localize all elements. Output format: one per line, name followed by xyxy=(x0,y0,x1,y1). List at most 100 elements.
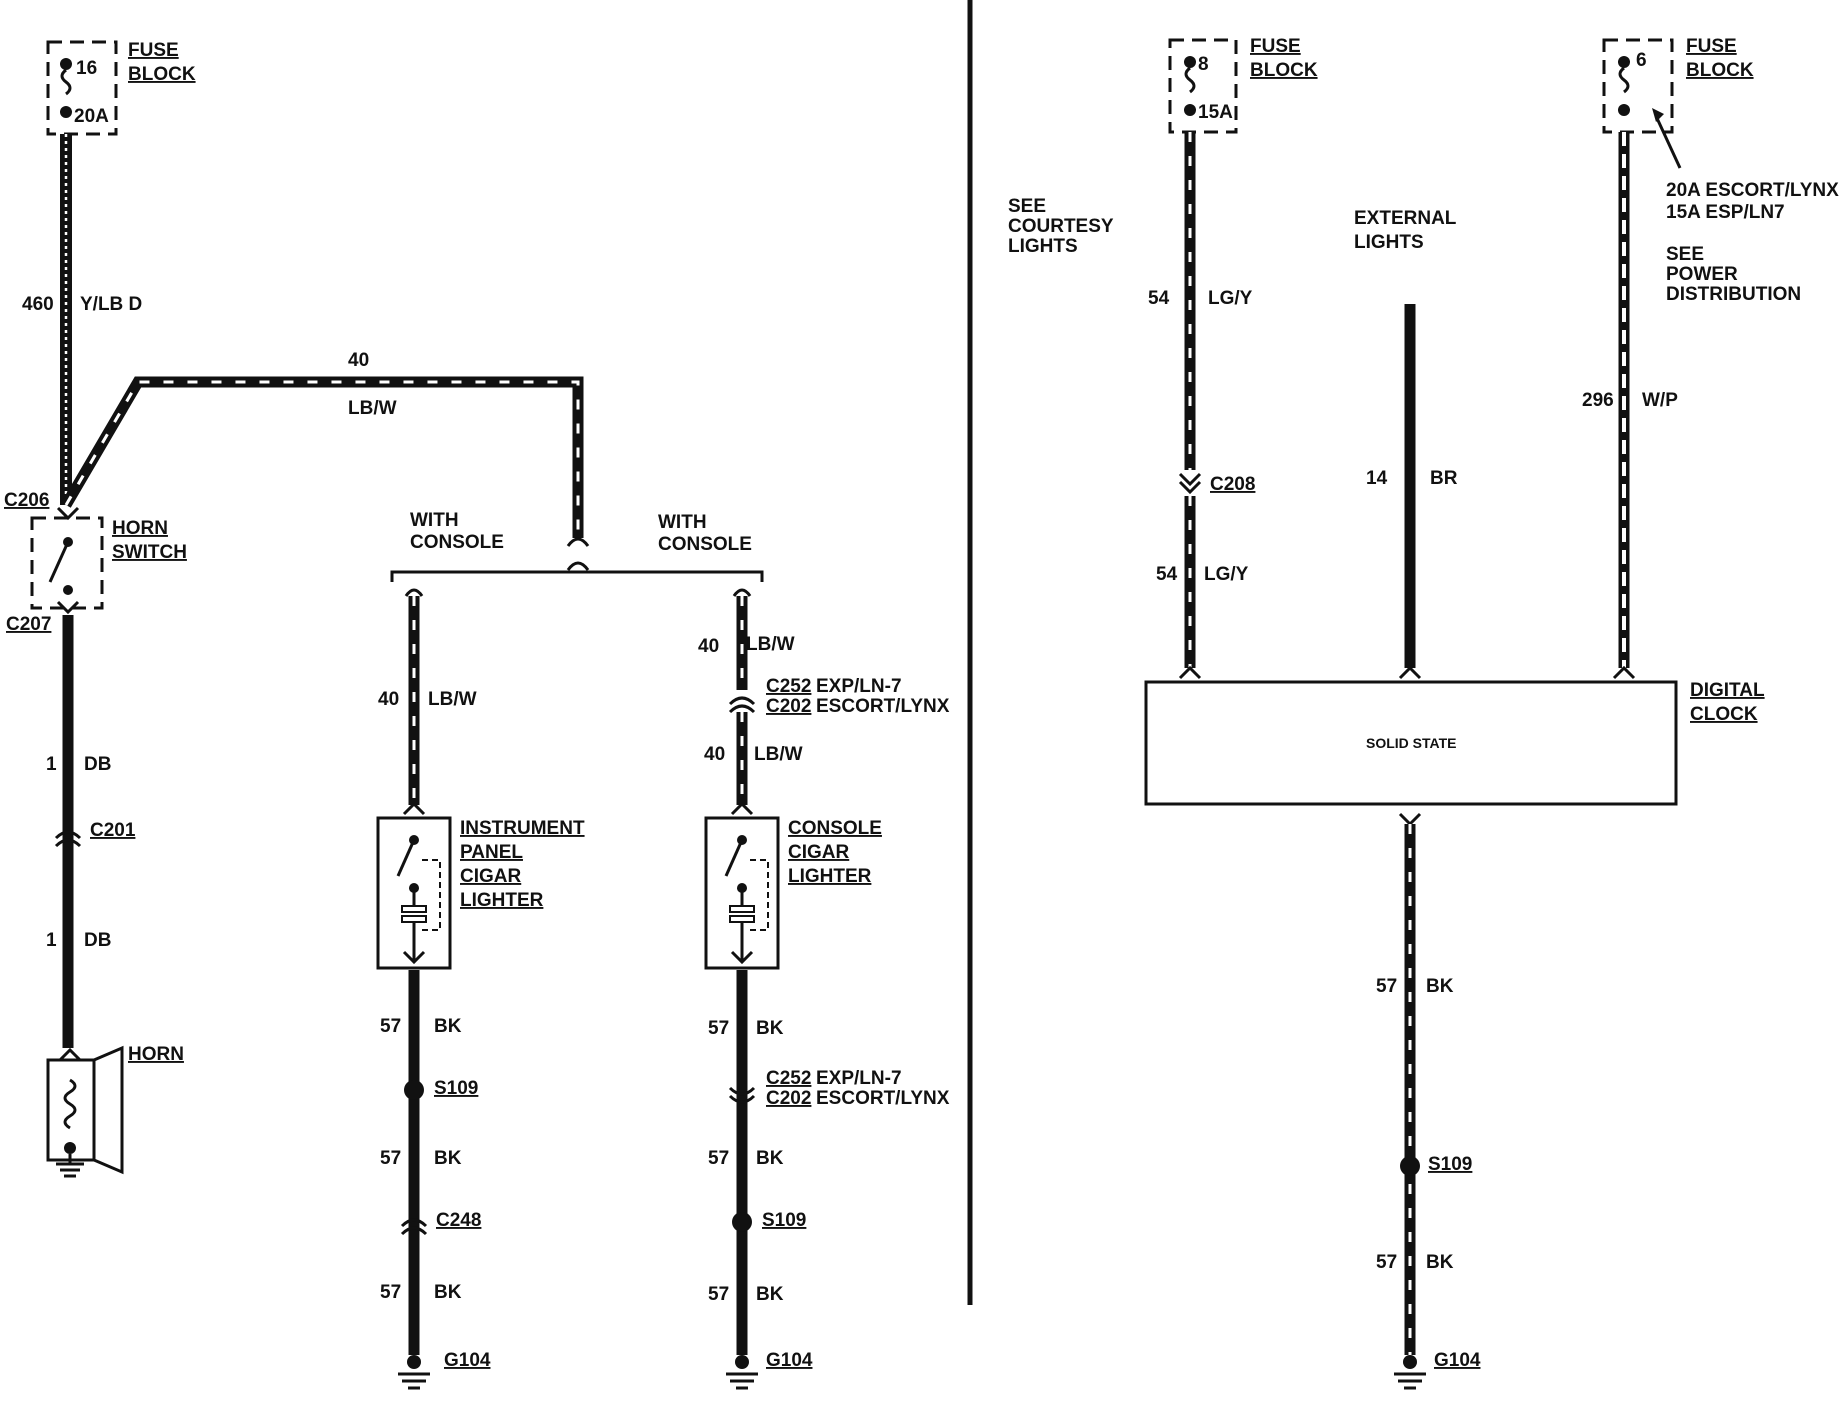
fuse-block-16: 16 20A xyxy=(46,40,118,136)
wire-number: 40 xyxy=(348,350,369,371)
with-console-label: WITH xyxy=(658,512,707,533)
wire-14-br xyxy=(1398,304,1422,680)
fuse-amps: 15A xyxy=(1198,102,1233,123)
wire-color: BK xyxy=(434,1148,462,1169)
connector-c202: C202 xyxy=(766,696,811,717)
connector-c248: C248 xyxy=(436,1210,481,1231)
wire-color: LB/W xyxy=(754,744,803,765)
wire-57-clock xyxy=(1398,812,1422,1355)
horn-switch-title: SWITCH xyxy=(112,542,187,563)
ground-symbol xyxy=(1394,1355,1426,1390)
connector-c252: C252 xyxy=(766,1068,811,1089)
wire-color: BK xyxy=(1426,976,1454,997)
see-power-distribution: POWER xyxy=(1666,264,1738,285)
splice-s109-dot xyxy=(732,1212,752,1232)
connector-c252-bottom-symbol xyxy=(728,1086,756,1104)
fuse-amps: 20A xyxy=(74,106,109,127)
ip-lighter-title: PANEL xyxy=(460,842,523,863)
digital-clock-box xyxy=(1144,680,1678,806)
wire-296 xyxy=(1612,132,1636,680)
wire-number: 54 xyxy=(1156,564,1178,585)
wire-number: 57 xyxy=(708,1284,729,1305)
branch-jumper xyxy=(566,561,590,571)
connector-c202: C202 xyxy=(766,1088,811,1109)
digital-clock-title: DIGITAL xyxy=(1690,680,1765,701)
wire-color: LG/Y xyxy=(1208,288,1253,309)
wire-number: 57 xyxy=(1376,1252,1397,1273)
fuse-block-title: BLOCK xyxy=(1250,60,1318,81)
external-lights-label: LIGHTS xyxy=(1354,232,1424,253)
ip-lighter-title: INSTRUMENT xyxy=(460,818,585,839)
see-power-distribution: DISTRIBUTION xyxy=(1666,284,1801,305)
connector-c201: C201 xyxy=(90,820,136,841)
see-power-distribution: SEE xyxy=(1666,244,1704,265)
external-lights-label: EXTERNAL xyxy=(1354,208,1457,229)
ground-symbol xyxy=(398,1355,430,1390)
ground-g104: G104 xyxy=(1434,1350,1481,1371)
fuse-number: 16 xyxy=(76,58,97,79)
fuse-block-title: FUSE xyxy=(1686,36,1737,57)
see-courtesy-lights: SEE xyxy=(1008,196,1046,217)
connector-c252: C252 xyxy=(766,676,811,697)
see-courtesy-lights: LIGHTS xyxy=(1008,236,1078,257)
console-cigar-lighter-symbol xyxy=(704,801,780,970)
wire-number: 460 xyxy=(22,294,54,315)
wire-color: BK xyxy=(434,1282,462,1303)
ip-lighter-title: CIGAR xyxy=(460,866,522,887)
wire-54 xyxy=(1178,132,1202,680)
wire-number: 40 xyxy=(704,744,725,765)
splice-s109-dot xyxy=(404,1080,424,1100)
fuse-block-title: FUSE xyxy=(1250,36,1301,57)
wire-40-top xyxy=(61,376,584,538)
fuse-block-title: FUSE xyxy=(128,40,179,61)
see-courtesy-lights: COURTESY xyxy=(1008,216,1114,237)
ground-g104: G104 xyxy=(766,1350,813,1371)
wire-color: BK xyxy=(756,1148,784,1169)
clock-inner-label: SOLID STATE xyxy=(1366,735,1456,751)
wire-number: 57 xyxy=(708,1148,729,1169)
wire-color: Y/LB D xyxy=(80,294,142,315)
branch-jumper xyxy=(566,537,590,547)
horn-label: HORN xyxy=(128,1044,184,1065)
wire-number: 57 xyxy=(380,1148,401,1169)
wire-number: 1 xyxy=(46,754,57,775)
wire-color: LG/Y xyxy=(1204,564,1249,585)
with-console-label: CONSOLE xyxy=(410,532,504,553)
wire-color: BK xyxy=(756,1018,784,1039)
splice-s109-dot xyxy=(1400,1156,1420,1176)
console-lighter-title: CONSOLE xyxy=(788,818,882,839)
wire-color: BK xyxy=(434,1016,462,1037)
wire-number: 57 xyxy=(708,1018,729,1039)
fuse-number: 6 xyxy=(1636,50,1647,71)
connector-c201-symbol xyxy=(54,830,82,848)
connector-note: ESCORT/LYNX xyxy=(816,696,950,717)
wire-number: 57 xyxy=(380,1282,401,1303)
wire-40-console xyxy=(728,588,756,805)
wire-number: 57 xyxy=(1376,976,1397,997)
wire-color: DB xyxy=(84,754,111,775)
fuse-number: 8 xyxy=(1198,54,1209,75)
wire-color: LB/W xyxy=(746,634,795,655)
digital-clock-title: CLOCK xyxy=(1690,704,1758,725)
wire-number: 40 xyxy=(698,636,719,657)
fuse-block-8: 8 15A xyxy=(1168,38,1238,134)
ground-symbol xyxy=(726,1355,758,1390)
wire-number: 54 xyxy=(1148,288,1170,309)
wire-color: BK xyxy=(1426,1252,1454,1273)
wire-color: DB xyxy=(84,930,111,951)
branch-bracket xyxy=(390,570,764,582)
fuse-block-6: 6 xyxy=(1602,38,1682,169)
connector-note: EXP/LN-7 xyxy=(816,1068,902,1089)
splice-s109: S109 xyxy=(762,1210,806,1231)
fuse-rating-note: 15A ESP/LN7 xyxy=(1666,202,1785,223)
wire-number: 296 xyxy=(1582,390,1614,411)
console-lighter-title: CIGAR xyxy=(788,842,850,863)
wire-number: 14 xyxy=(1366,468,1388,489)
wire-color: BR xyxy=(1430,468,1458,489)
wire-number: 1 xyxy=(46,930,57,951)
horn-symbol xyxy=(46,1045,124,1178)
connector-c207: C207 xyxy=(6,614,51,635)
connector-note: EXP/LN-7 xyxy=(816,676,902,697)
with-console-label: CONSOLE xyxy=(658,534,752,555)
wire-color: BK xyxy=(756,1284,784,1305)
